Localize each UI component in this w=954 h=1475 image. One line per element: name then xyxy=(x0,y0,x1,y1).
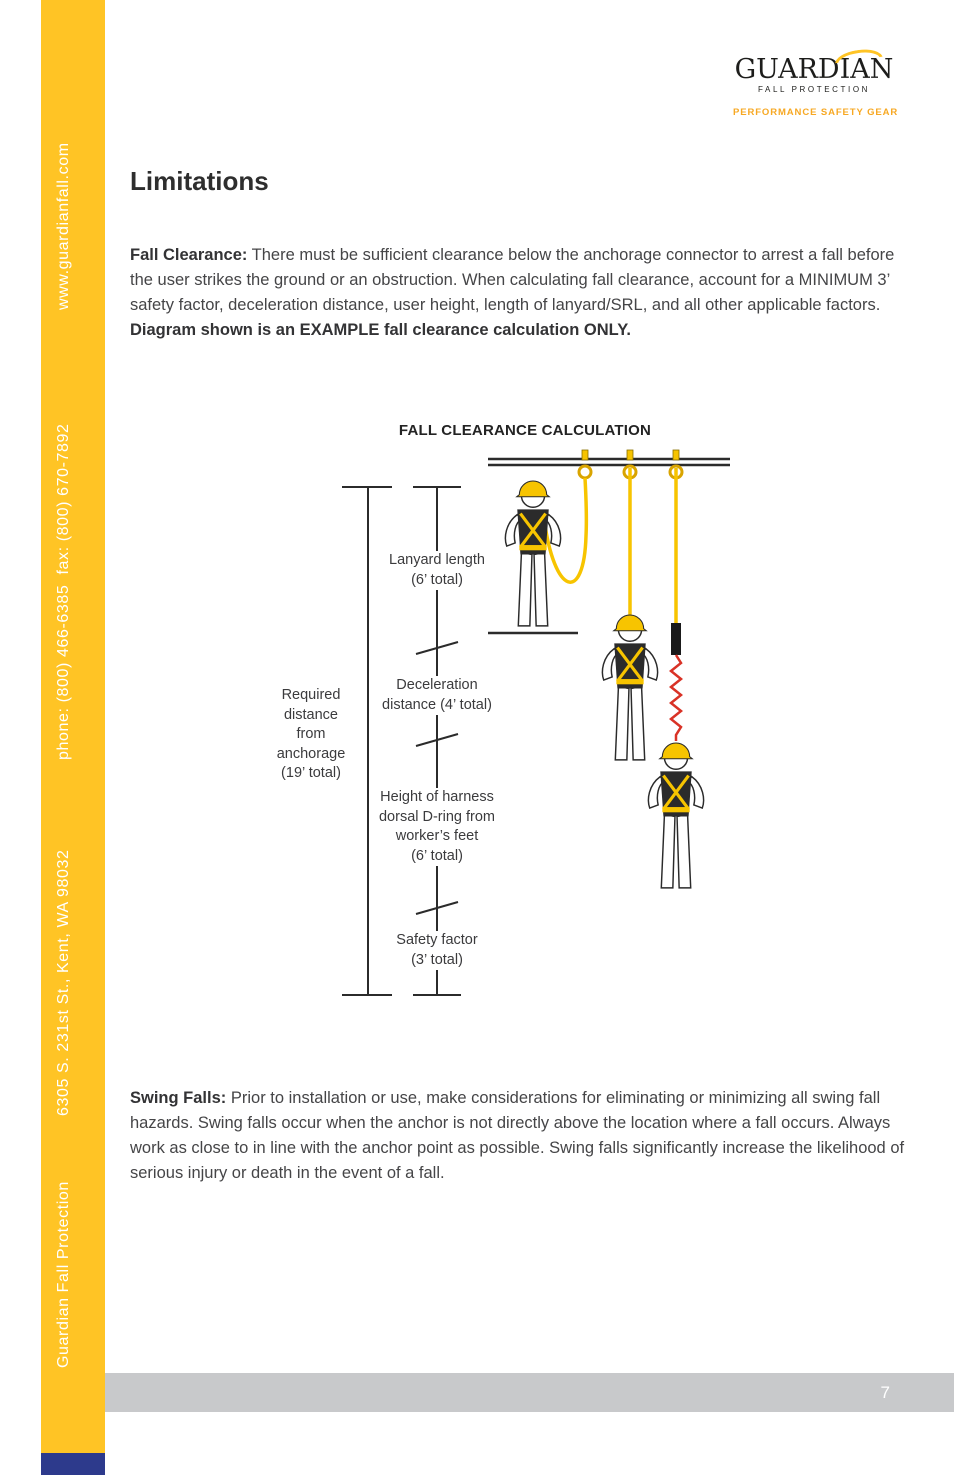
logo-subtitle: FALL PROTECTION xyxy=(757,85,871,94)
sidebar-company-text: Guardian Fall Protection xyxy=(55,1181,72,1368)
fall-clearance-body: There must be sufficient clearance below… xyxy=(130,246,895,314)
label-dring-height: Height of harness dorsal D-ring from wor… xyxy=(370,788,504,866)
fall-clearance-label: Fall Clearance: xyxy=(130,246,248,264)
fall-clearance-diagram: FALL CLEARANCE CALCULATION xyxy=(130,418,920,1018)
swing-falls-body: Prior to installation or use, make consi… xyxy=(130,1089,905,1182)
worker-figure-arrested xyxy=(646,468,706,890)
fall-clearance-paragraph: Fall Clearance: There must be sufficient… xyxy=(130,243,916,343)
shock-pack xyxy=(671,623,681,655)
anchorage-beam xyxy=(488,457,730,467)
deployed-absorber xyxy=(668,654,684,741)
guardian-logo: GUARDIAN FALL PROTECTION PERFORMANCE SAF… xyxy=(733,56,899,118)
label-lanyard-length: Lanyard length (6’ total) xyxy=(377,551,497,590)
swing-falls-paragraph: Swing Falls: Prior to installation or us… xyxy=(130,1086,916,1186)
diagram-graphic xyxy=(342,449,730,996)
logo-wordmark-text: GUARDIAN xyxy=(734,54,894,85)
footer-bar: 7 xyxy=(105,1373,954,1412)
label-safety-factor: Safety factor (3’ total) xyxy=(382,931,492,970)
fall-clearance-bold-note: Diagram shown is an EXAMPLE fall clearan… xyxy=(130,321,631,339)
sidebar-website-text: www.guardianfall.com xyxy=(55,142,72,310)
worker-figure-falling xyxy=(600,468,660,762)
sidebar-strip: Guardian Fall Protection 6305 S. 231st S… xyxy=(41,0,105,1475)
sidebar-blue-accent xyxy=(41,1453,105,1475)
logo-tagline: PERFORMANCE SAFETY GEAR xyxy=(733,107,899,118)
label-deceleration: Deceleration distance (4’ total) xyxy=(371,676,503,715)
sidebar-address-text: 6305 S. 231st St., Kent, WA 98032 xyxy=(55,849,72,1116)
page-title: Limitations xyxy=(130,166,269,196)
label-required-distance: Required distance from anchorage (19’ to… xyxy=(256,686,366,784)
swing-falls-label: Swing Falls: xyxy=(130,1089,227,1107)
diagram-title: FALL CLEARANCE CALCULATION xyxy=(398,422,652,439)
sidebar-phone-fax-text: phone: (800) 466-6385 fax: (800) 670-789… xyxy=(55,423,72,760)
worker-figure-standing xyxy=(488,477,589,635)
page-number: 7 xyxy=(880,1383,890,1402)
logo-wordmark: GUARDIAN xyxy=(733,56,895,83)
